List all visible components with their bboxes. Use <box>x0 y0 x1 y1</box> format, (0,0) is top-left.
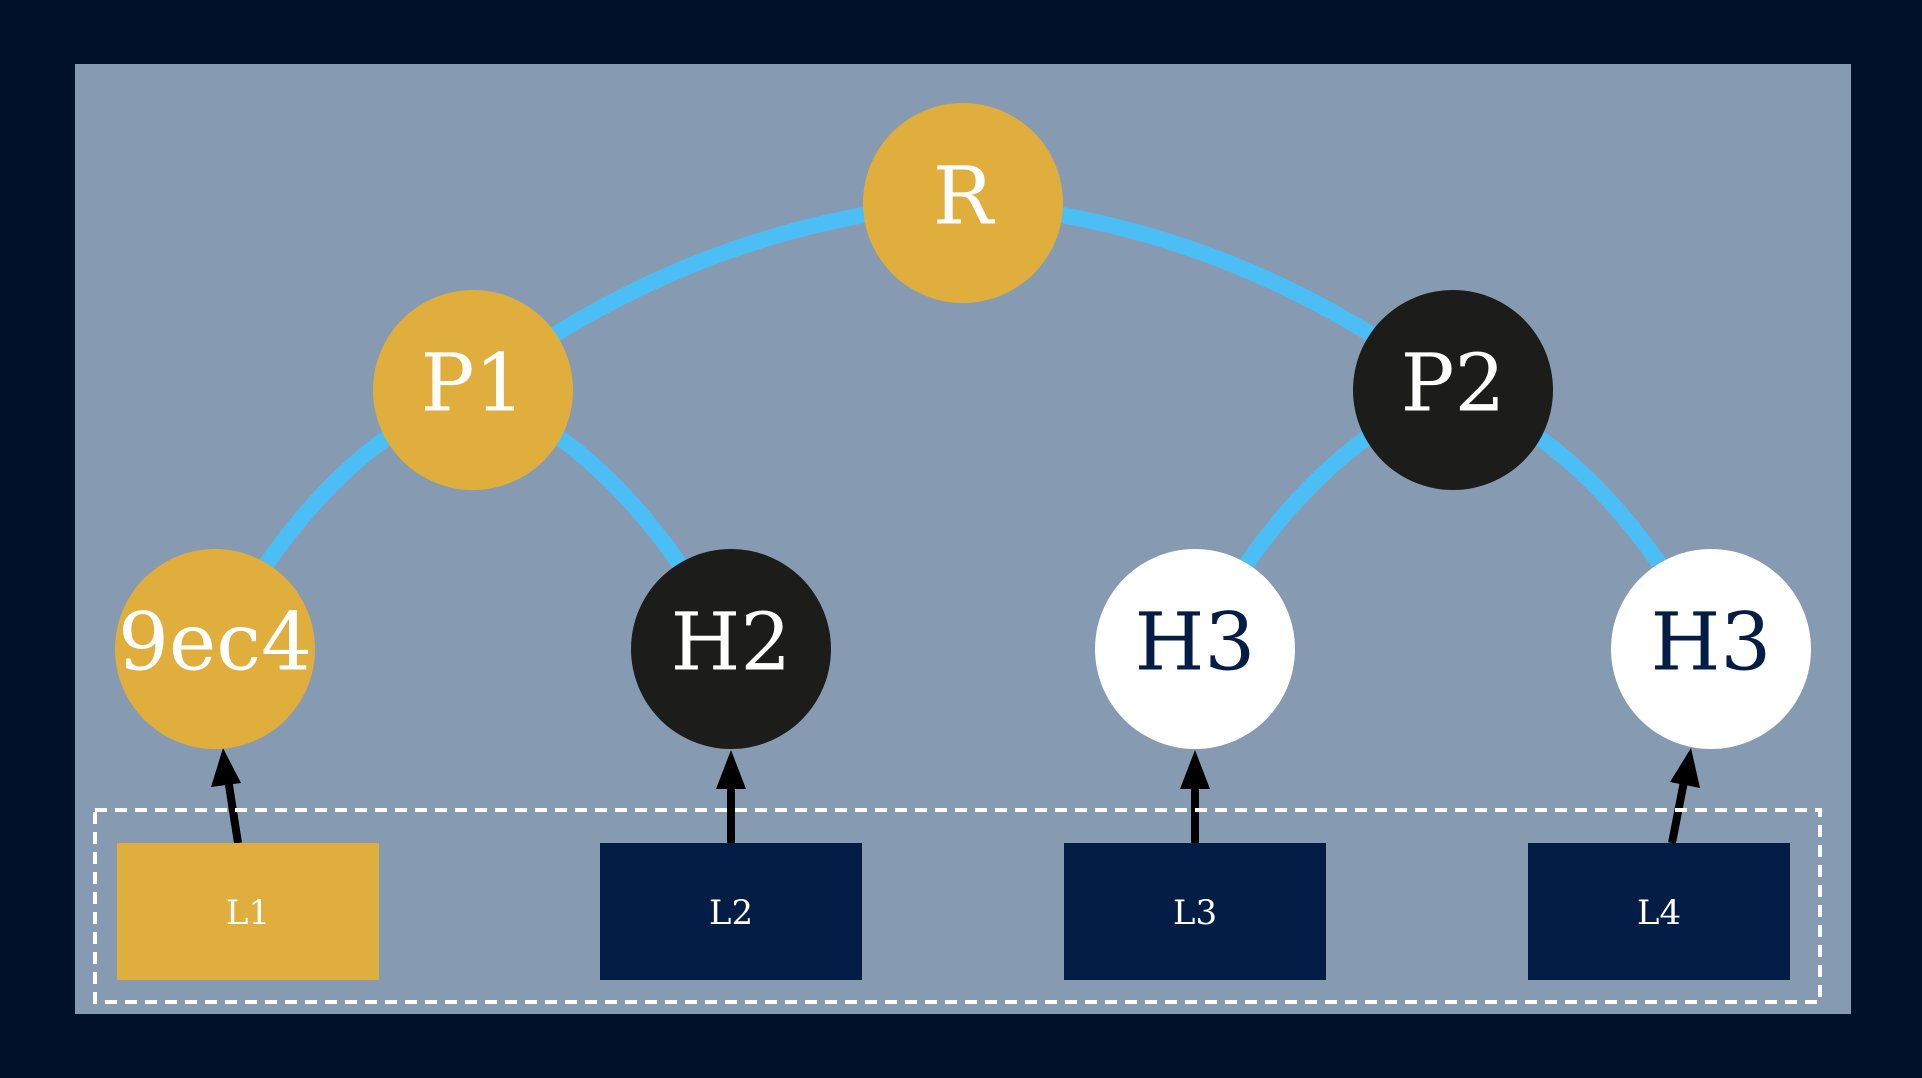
node-root-label: R <box>933 150 996 243</box>
leaf-l1: L1 <box>117 843 379 980</box>
node-h3-right-label: H3 <box>1651 596 1772 689</box>
node-h3-left: H3 <box>1095 549 1295 749</box>
tree-nodes: R P1 P2 9ec4 H2 H3 <box>115 103 1811 749</box>
node-p1-label: P1 <box>421 337 526 430</box>
node-p2: P2 <box>1353 290 1553 490</box>
node-p2-label: P2 <box>1401 337 1506 430</box>
arrow-l3-to-h3-left <box>1180 750 1210 843</box>
leaf-l2: L2 <box>600 843 862 980</box>
node-9ec4-label: 9ec4 <box>118 596 312 689</box>
leaf-group-dashed-border <box>93 808 1822 1004</box>
arrow-l1-to-9ec4 <box>211 748 242 844</box>
leaf-l4: L4 <box>1528 843 1790 980</box>
node-h3-right: H3 <box>1611 549 1811 749</box>
node-root: R <box>863 103 1063 303</box>
node-9ec4: 9ec4 <box>115 549 315 749</box>
leaf-arrows <box>211 748 1700 844</box>
arrow-l4-to-h3-right <box>1668 748 1700 844</box>
arrow-l2-to-h2 <box>716 750 746 843</box>
leaf-l3-label: L3 <box>1173 893 1217 933</box>
leaf-l3: L3 <box>1064 843 1326 980</box>
leaf-l1-label: L1 <box>226 893 270 933</box>
leaf-l4-label: L4 <box>1637 893 1681 933</box>
leaf-l2-label: L2 <box>709 893 753 933</box>
node-h3-left-label: H3 <box>1135 596 1256 689</box>
leaf-blocks: L1 L2 L3 L4 <box>117 843 1790 980</box>
node-h2: H2 <box>631 549 831 749</box>
node-h2-label: H2 <box>671 596 792 689</box>
node-p1: P1 <box>373 290 573 490</box>
